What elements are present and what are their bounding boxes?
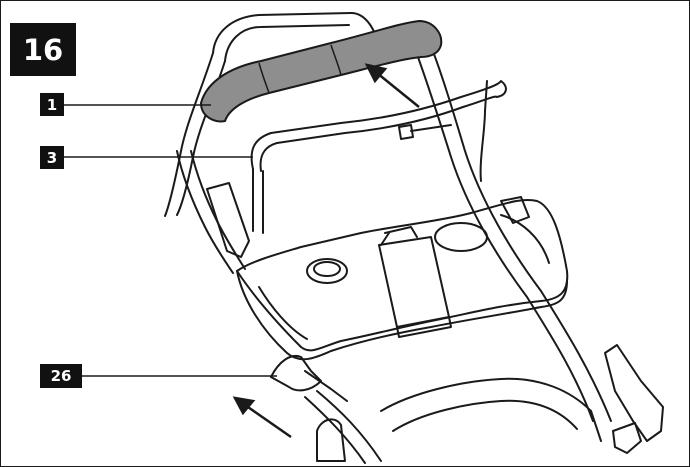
brake-bar-inner <box>259 95 498 172</box>
console-rim-right <box>500 214 550 264</box>
lower-handle-bar <box>380 377 602 442</box>
lower-tube-left <box>304 390 382 464</box>
center-module <box>378 236 450 328</box>
left-lever-housing <box>206 182 250 258</box>
arrow-up-head <box>364 63 388 84</box>
callout-label-1: 1 <box>40 93 64 116</box>
console-rim <box>258 286 308 340</box>
lower-handle-bar-inner <box>392 399 578 432</box>
handle-frame-left-tube <box>164 52 214 217</box>
right-height-lever <box>604 344 664 442</box>
arrow-up-shaft <box>376 72 420 108</box>
throttle-lever-stem <box>304 370 348 402</box>
handle-grip <box>199 19 443 123</box>
handle-frame-top-inner <box>224 24 350 62</box>
center-module-front <box>396 316 452 338</box>
handle-frame-left-lower-2 <box>176 150 234 274</box>
left-control-knob <box>306 258 348 284</box>
callout-label-3: 3 <box>40 146 64 169</box>
right-control-knob <box>434 222 488 252</box>
arrow-left-shaft <box>244 403 292 439</box>
right-bottom-knob <box>612 422 642 454</box>
center-module-top <box>380 226 418 246</box>
figure-number-badge: 16 <box>10 23 76 76</box>
handle-grip-band <box>258 44 342 94</box>
throttle-lever <box>270 355 322 392</box>
right-lever-housing <box>500 196 530 224</box>
arrow-left-head <box>232 396 256 416</box>
cable-clip <box>398 124 452 140</box>
left-control-knob-inner <box>313 261 341 277</box>
handle-frame-right-tube <box>428 40 612 422</box>
brake-bar-left-leg <box>252 168 264 234</box>
callout-label-26: 26 <box>40 364 82 388</box>
lower-knob <box>316 418 346 462</box>
brake-bar <box>250 80 507 170</box>
brake-bar-right-leg <box>479 80 488 182</box>
control-console-front-face <box>236 270 568 361</box>
control-console-outline <box>236 198 569 352</box>
